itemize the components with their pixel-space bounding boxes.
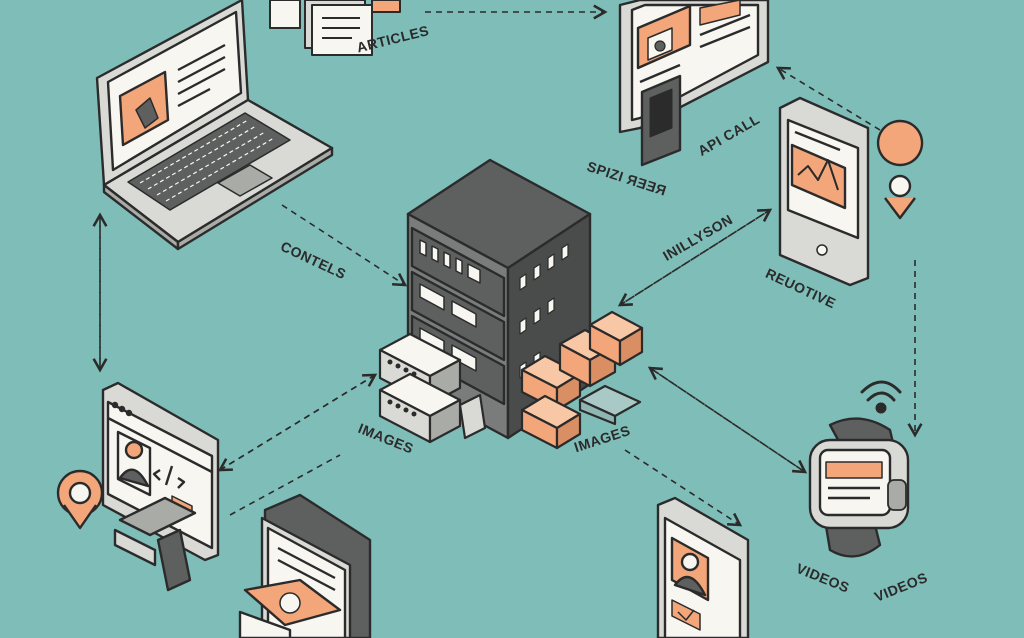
location-pin-icon [876,119,924,220]
arrow-tablet-to-server [617,209,771,307]
monitor-code-icon [101,381,220,592]
phone-profile-icon [656,496,750,638]
arrow-monitor-to-server [219,373,378,471]
tablet-article-icon [618,0,770,167]
arrow-server-to-phone [624,449,743,527]
wifi-icon [860,380,902,414]
arrow-tablet-to-api [775,66,881,131]
connector-arrows [92,4,923,527]
articles-document-icon [269,0,401,56]
location-pin-icon-left [56,469,104,530]
arrow-laptop-to-server [281,204,408,287]
smartwatch-icon [808,417,910,558]
document-stack-icon [238,493,372,638]
arrow-watch-to-boxes [647,366,806,473]
storage-units-icon [378,332,487,444]
arrow-docs-to-server [229,454,341,516]
tablet-chart-icon [778,96,870,287]
cube-stack-icon [520,310,644,450]
laptop-icon [95,0,334,251]
